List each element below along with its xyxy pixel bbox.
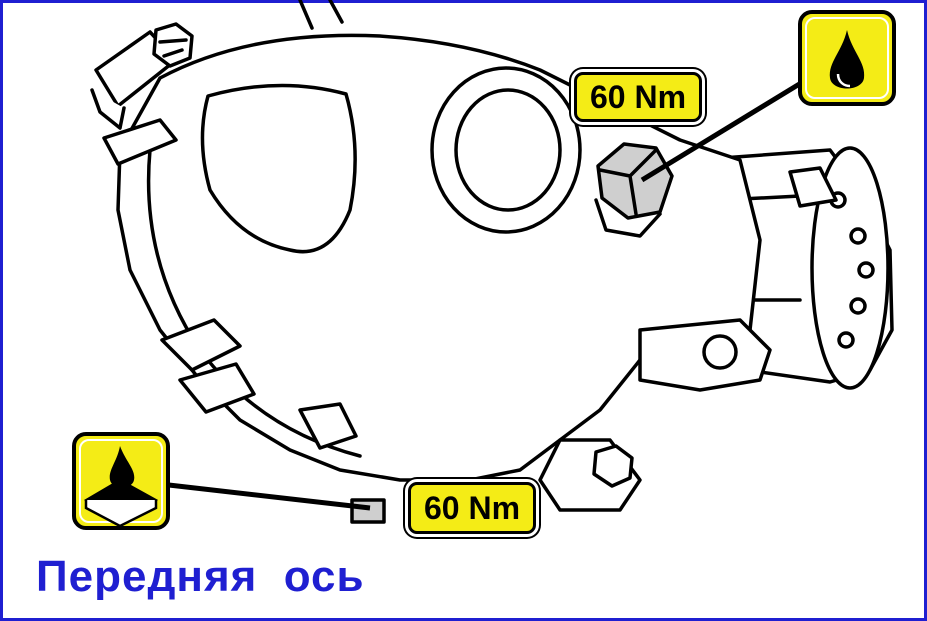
drain-plug — [350, 498, 386, 524]
figure-caption: Передняя ось — [36, 552, 365, 601]
oil-drain-pan-icon — [72, 432, 170, 530]
fill-plug-torque-label: 60 Nm — [574, 72, 702, 122]
vent-tube — [298, 0, 344, 30]
drain-plug-leader — [159, 481, 371, 511]
fill-plug-leader — [640, 77, 808, 183]
oil-drop-icon — [798, 10, 896, 106]
drain-plug-torque-label: 60 Nm — [408, 482, 536, 534]
fill-plug — [594, 142, 674, 238]
differential-housing — [102, 33, 772, 524]
mounting-bolt-top — [90, 22, 194, 130]
